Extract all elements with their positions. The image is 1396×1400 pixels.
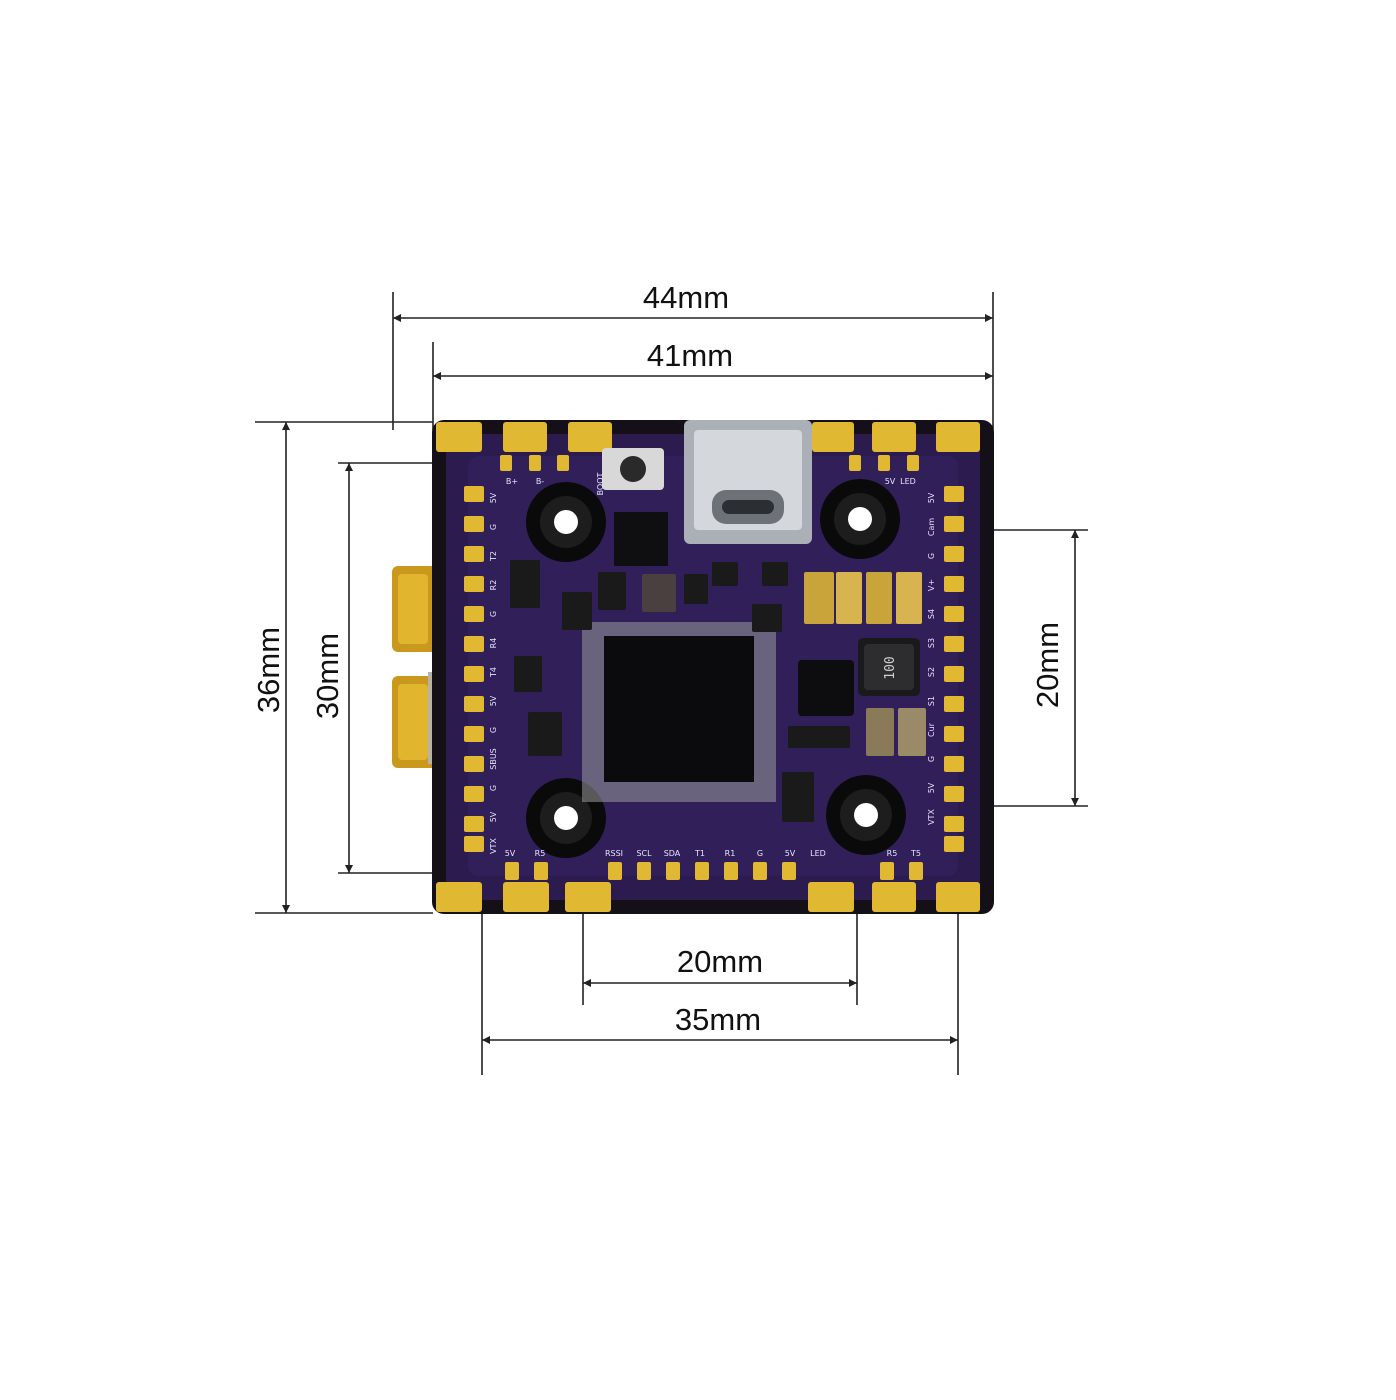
- pin-label-bottom: T5: [910, 849, 921, 858]
- pin-label-right: S3: [927, 638, 936, 648]
- pin-label-bottom: SCL: [636, 849, 652, 858]
- pin-label-bottom: G: [757, 849, 763, 858]
- pin-label-left: 5V: [489, 695, 498, 706]
- pin-label-left: G: [489, 611, 498, 617]
- pin-label-left: G: [489, 727, 498, 733]
- dim-20mm-right-label: 20mm: [1030, 622, 1065, 708]
- dim-41mm-label: 41mm: [647, 338, 733, 373]
- bottom-solder-pads: [505, 862, 923, 880]
- pin-label-bottom: LED: [810, 849, 826, 858]
- mounting-hole-top-right: [820, 479, 900, 559]
- pin-label-right: Cam: [927, 518, 936, 536]
- dim-20mm-bottom-label: 20mm: [677, 944, 763, 979]
- pin-label-right: Cur: [927, 722, 936, 737]
- pin-label-left: R2: [489, 580, 498, 591]
- dim-36mm-label: 36mm: [251, 627, 286, 713]
- pin-label-bottom: 5V: [505, 849, 516, 858]
- pin-label-bottom: SDA: [664, 849, 681, 858]
- inductor-marking: 100: [883, 656, 898, 679]
- pin-label-bottom: T1: [694, 849, 705, 858]
- dim-44mm-label: 44mm: [643, 280, 729, 315]
- pin-label-left: T4: [489, 667, 498, 678]
- pin-label-bottom: R5: [535, 849, 546, 858]
- bottom-edge-pads: [436, 882, 980, 912]
- flight-controller-board: 100: [392, 420, 994, 914]
- pin-label-top: B+: [506, 477, 518, 486]
- mcu-chip: [582, 622, 776, 802]
- pin-label-top-right: LED: [900, 477, 916, 486]
- capacitor-bank: [804, 572, 926, 756]
- pin-label-right: 5V: [927, 492, 936, 503]
- inductor: 100: [858, 638, 920, 696]
- pin-label-right: S4: [927, 609, 936, 619]
- pin-label-left: 5V: [489, 492, 498, 503]
- pin-label-bottom: R5: [887, 849, 898, 858]
- right-solder-pads: [944, 486, 964, 852]
- pin-label-bottom: RSSI: [605, 849, 623, 858]
- mounting-hole-top-left: [526, 482, 606, 562]
- dimension-lines: [255, 292, 1088, 1075]
- boot-button: [602, 448, 664, 490]
- pin-label-right: G: [927, 756, 936, 762]
- small-components: [510, 560, 850, 822]
- pin-label-right: 5V: [927, 782, 936, 793]
- regulator-chip: [798, 660, 854, 716]
- pin-label-right: VTX: [927, 809, 936, 825]
- top-solder-pads: [500, 455, 919, 471]
- pin-label-left: G: [489, 524, 498, 530]
- pin-label-left: G: [489, 785, 498, 791]
- pin-label-left: R4: [489, 638, 498, 649]
- pin-label-left: SBUS: [489, 748, 498, 770]
- dim-35mm-label: 35mm: [675, 1002, 761, 1037]
- dim-30mm-label: 30mm: [310, 633, 345, 719]
- pin-label-bottom: R1: [725, 849, 736, 858]
- top-edge-pads: [436, 422, 980, 452]
- pin-label-left: 5V: [489, 811, 498, 822]
- left-solder-pads: [464, 486, 484, 852]
- pin-label-right: V+: [927, 579, 936, 591]
- pin-label-left: VTX: [489, 838, 498, 854]
- pin-label-left: T2: [489, 551, 498, 562]
- pin-label-top: B-: [536, 477, 544, 486]
- pin-label-right: S1: [927, 696, 936, 706]
- usb-c-connector: [684, 420, 812, 544]
- pin-label-bottom: 5V: [785, 849, 796, 858]
- pin-label-top-right: 5V: [885, 477, 896, 486]
- pin-label-right: G: [927, 553, 936, 559]
- mounting-hole-bottom-right: [826, 775, 906, 855]
- pin-label-top: BOOT: [596, 472, 605, 495]
- pin-label-right: S2: [927, 667, 936, 677]
